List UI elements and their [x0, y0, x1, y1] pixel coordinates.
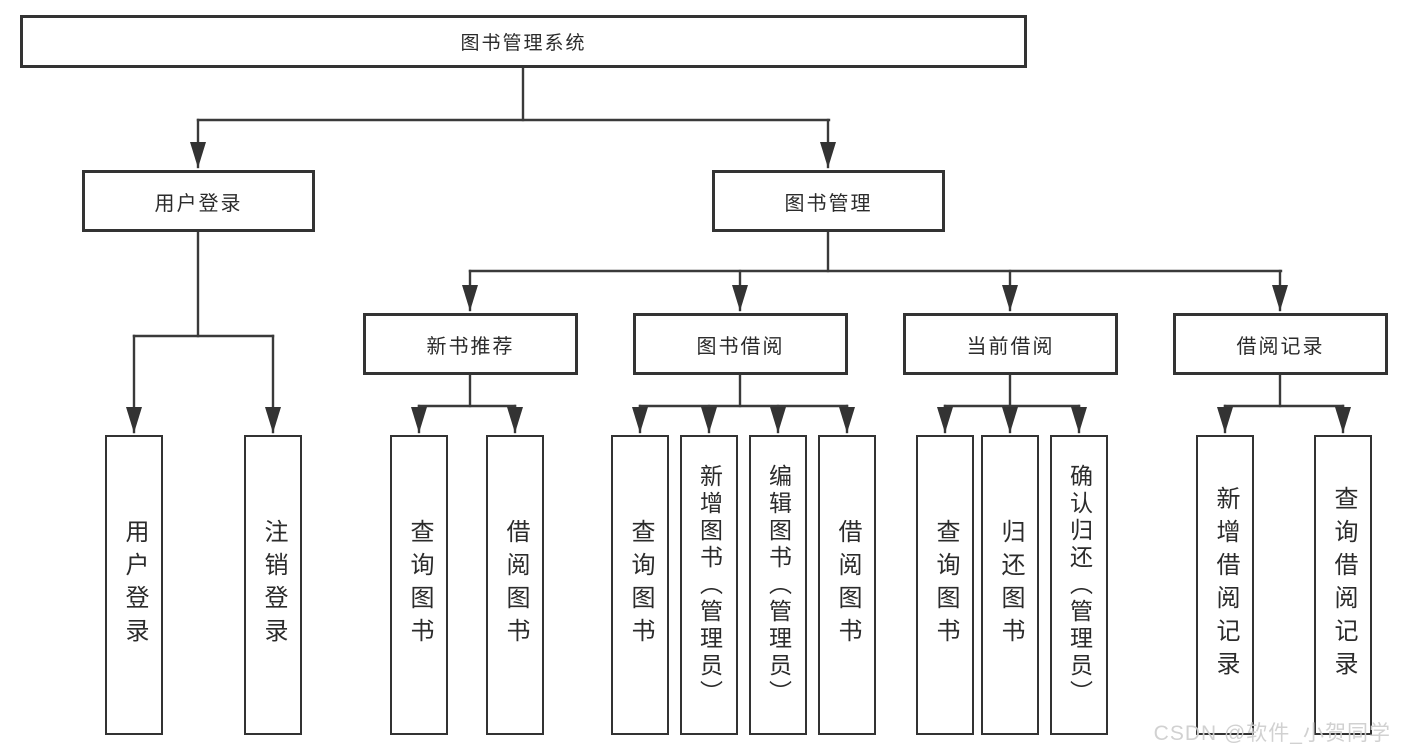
leaf-edit-books-admin-label: 编辑图书（管理员）: [765, 463, 792, 707]
leaf-borrowing-borrow-books: 借阅图书: [818, 435, 876, 735]
leaf-recommend-query-books-label: 查询图书: [406, 519, 433, 651]
leaf-confirm-return-admin: 确认归还（管理员）: [1050, 435, 1108, 735]
node-new-book-recommend: 新书推荐: [363, 313, 578, 375]
leaf-logout: 注销登录: [244, 435, 302, 735]
leaf-recommend-borrow-books: 借阅图书: [486, 435, 544, 735]
leaf-query-borrow-record: 查询借阅记录: [1314, 435, 1372, 735]
leaf-borrowing-borrow-books-label: 借阅图书: [834, 519, 861, 651]
leaf-current-query-books-label: 查询图书: [932, 519, 959, 651]
leaf-logout-label: 注销登录: [260, 519, 287, 651]
leaf-borrowing-query-books-label: 查询图书: [627, 519, 654, 651]
node-book-management: 图书管理: [712, 170, 945, 232]
leaf-user-login-label: 用户登录: [121, 519, 148, 651]
leaf-current-query-books: 查询图书: [916, 435, 974, 735]
leaf-query-borrow-record-label: 查询借阅记录: [1330, 486, 1357, 684]
leaf-recommend-borrow-books-label: 借阅图书: [502, 519, 529, 651]
leaf-return-books-label: 归还图书: [997, 519, 1024, 651]
leaf-add-borrow-record: 新增借阅记录: [1196, 435, 1254, 735]
watermark: CSDN @软件_小贺同学: [1153, 722, 1391, 745]
leaf-add-books-admin: 新增图书（管理员）: [680, 435, 738, 735]
node-borrow-records: 借阅记录: [1173, 313, 1388, 375]
leaf-borrowing-query-books: 查询图书: [611, 435, 669, 735]
leaf-return-books: 归还图书: [981, 435, 1039, 735]
leaf-confirm-return-admin-label: 确认归还（管理员）: [1066, 463, 1093, 707]
node-book-borrowing: 图书借阅: [633, 313, 848, 375]
leaf-recommend-query-books: 查询图书: [390, 435, 448, 735]
leaf-edit-books-admin: 编辑图书（管理员）: [749, 435, 807, 735]
leaf-add-books-admin-label: 新增图书（管理员）: [696, 463, 723, 707]
leaf-user-login: 用户登录: [105, 435, 163, 735]
node-user-login: 用户登录: [82, 170, 315, 232]
node-library-system: 图书管理系统: [20, 15, 1027, 68]
node-current-borrowing: 当前借阅: [903, 313, 1118, 375]
leaf-add-borrow-record-label: 新增借阅记录: [1212, 486, 1239, 684]
